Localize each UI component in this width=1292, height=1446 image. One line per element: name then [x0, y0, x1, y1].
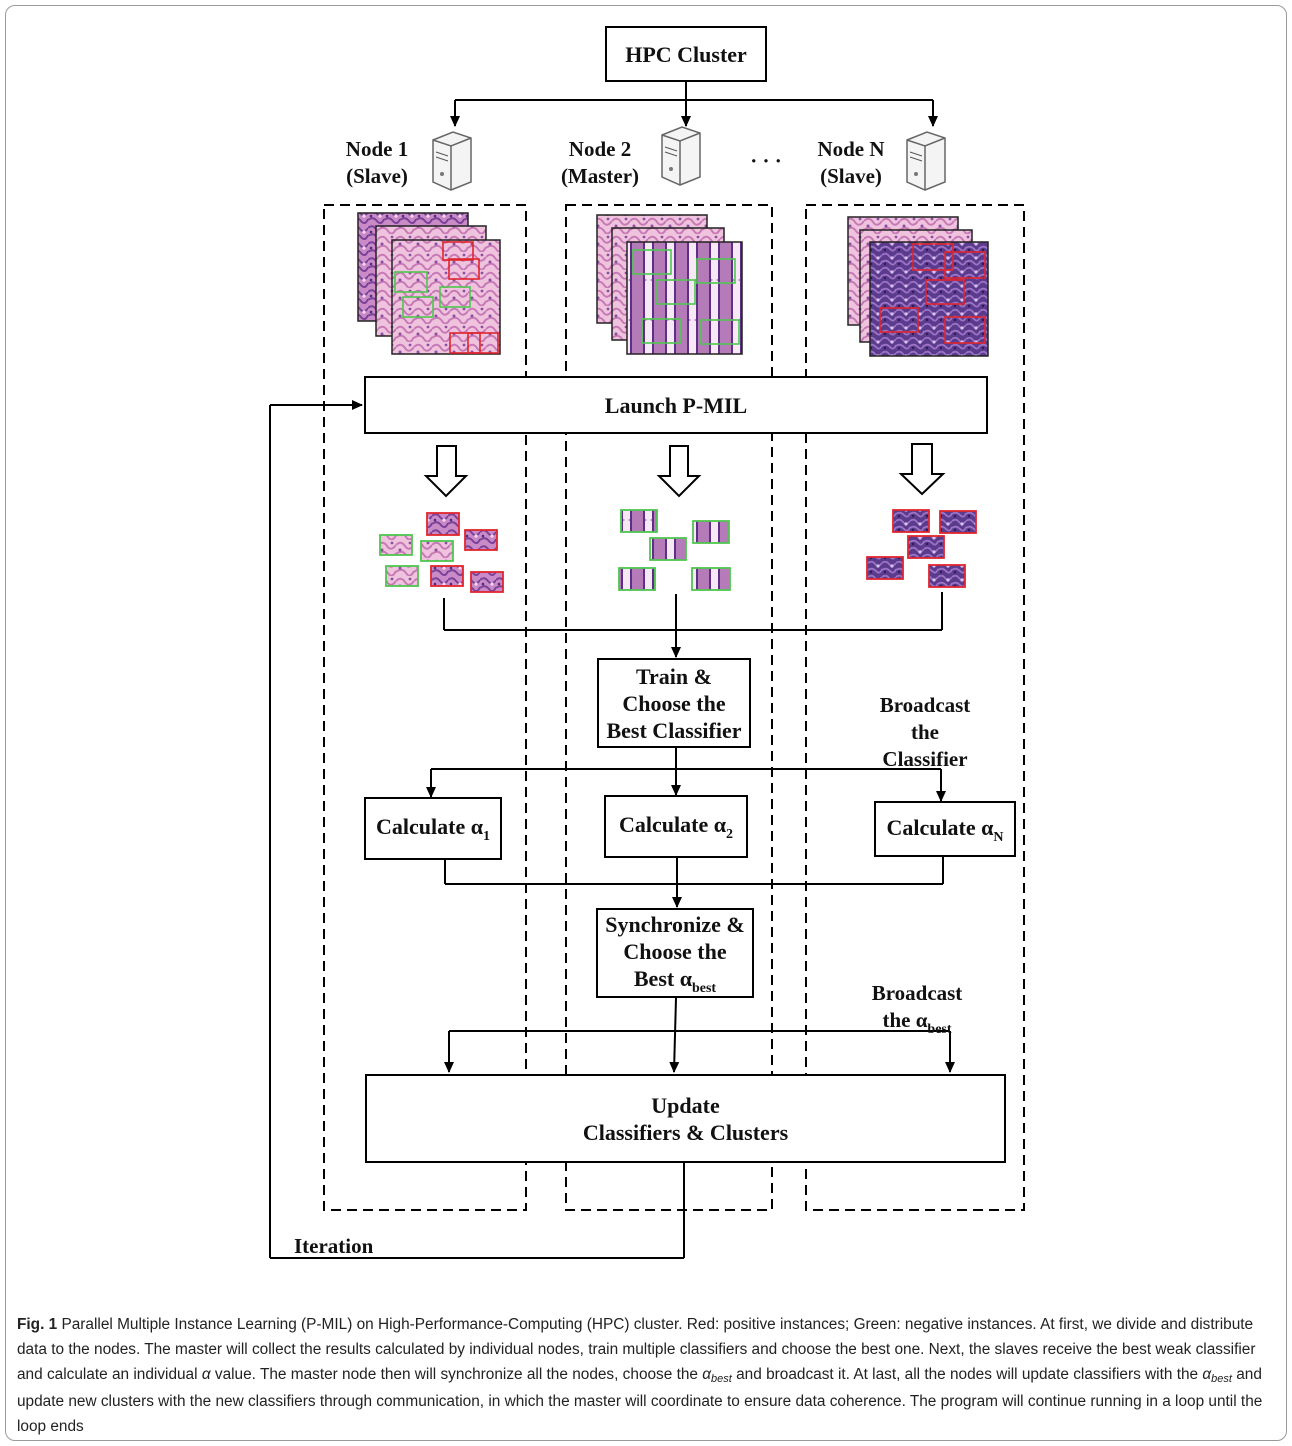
server-icon: [906, 131, 946, 191]
instances-nodeN: [866, 509, 977, 588]
node1-column: [323, 204, 527, 1211]
calcN-sub: N: [993, 829, 1004, 845]
train-box: Train & Choose the Best Classifier: [597, 658, 751, 748]
train-line-3: Best Classifier: [606, 717, 742, 743]
caption-part3: and broadcast it. At last, all the nodes…: [731, 1366, 1203, 1383]
node2-name: Node 2: [568, 137, 632, 161]
node2-role: (Master): [560, 164, 640, 188]
instances-node1: [379, 512, 504, 593]
broadcast-alpha-line-2: the α: [882, 1008, 928, 1032]
sync-line-1: Synchronize &: [605, 911, 745, 937]
broadcast-classifier-line-2: the: [911, 720, 939, 744]
update-box: Update Classifiers & Clusters: [365, 1074, 1006, 1163]
broadcast-classifier-line-3: Classifier: [882, 747, 968, 771]
gather-connector: [443, 592, 943, 658]
broadcast-classifier-line-1: Broadcast: [879, 693, 971, 717]
nodeN-label: Node N (Slave): [796, 136, 906, 190]
caption-part2: value. The master node then will synchro…: [210, 1366, 703, 1383]
calc2-sub: 2: [725, 827, 733, 842]
node1-role: (Slave): [346, 164, 408, 188]
calculate-alpha1-box: Calculate α1: [364, 797, 502, 860]
slide-stack-node1: [357, 212, 501, 355]
nodeN-name: Node N: [817, 137, 885, 161]
hpc-cluster-label: HPC Cluster: [625, 41, 747, 67]
broadcast-classifier-connector: [426, 748, 946, 802]
node-columns: [323, 204, 1025, 1211]
update-line-2: Classifiers & Clusters: [582, 1119, 789, 1145]
broadcast-alpha-sub: best: [927, 1022, 952, 1037]
synchronize-box: Synchronize & Choose the Best αbest: [596, 908, 754, 998]
calculate-alpha2-box: Calculate α2: [604, 795, 748, 858]
nodeN-column: [805, 204, 1025, 1211]
slide-stack-node2: [596, 214, 743, 355]
hpc-cluster-box: HPC Cluster: [605, 26, 767, 82]
launch-pmil-label: Launch P-MIL: [604, 392, 748, 418]
calc2-text: Calculate α: [619, 812, 726, 837]
calcN-text: Calculate α: [886, 814, 994, 840]
figure-frame: [5, 5, 1287, 1441]
broadcast-classifier-label: Broadcast the Classifier: [860, 692, 990, 773]
launch-pmil-box: Launch P-MIL: [364, 376, 988, 434]
instances-node2: [618, 509, 731, 591]
nodeN-role: (Slave): [820, 164, 882, 188]
caption-best-sub-2: best: [1211, 1373, 1232, 1385]
update-line-1: Update: [651, 1092, 720, 1118]
node1-name: Node 1: [345, 137, 409, 161]
calc1-sub: 1: [482, 829, 490, 844]
down-arrow-icon: [423, 443, 946, 498]
caption-part1: Parallel Multiple Instance Learning (P-M…: [17, 1316, 1256, 1383]
slide-stack-nodeN: [847, 216, 989, 357]
figure-caption: Fig. 1 Parallel Multiple Instance Learni…: [17, 1312, 1279, 1439]
server-icon: [661, 126, 701, 186]
calculate-alphaN-box: Calculate αN: [874, 801, 1016, 857]
iteration-loop: [269, 400, 685, 1259]
caption-alpha-best: α: [702, 1366, 712, 1383]
sync-line-2: Choose the: [623, 938, 727, 964]
broadcast-alpha-connector: [444, 997, 955, 1073]
iteration-label: Iteration: [294, 1234, 374, 1258]
collect-alpha-connector: [444, 857, 944, 908]
caption-best-sub: best: [711, 1373, 732, 1385]
hpc-fanout: [450, 82, 938, 127]
caption-alpha: α: [201, 1366, 211, 1383]
calc1-text: Calculate α: [376, 814, 483, 839]
node2-column: [565, 204, 773, 1211]
node1-label: Node 1 (Slave): [322, 136, 432, 190]
server-icon: [432, 131, 472, 191]
ellipsis: · · ·: [750, 149, 782, 173]
sync-line-3: Best α: [633, 965, 692, 991]
broadcast-alpha-label: Broadcast the αbest: [852, 980, 982, 1037]
caption-part4: and update new clusters with the new cla…: [17, 1366, 1263, 1435]
sync-sub: best: [691, 980, 717, 996]
train-line-1: Train &: [636, 663, 712, 689]
train-line-2: Choose the: [622, 690, 726, 716]
caption-label: Fig. 1: [17, 1316, 58, 1333]
broadcast-alpha-line-1: Broadcast: [871, 981, 963, 1005]
caption-alpha-best-2: α: [1202, 1366, 1212, 1383]
node2-label: Node 2 (Master): [544, 136, 656, 190]
